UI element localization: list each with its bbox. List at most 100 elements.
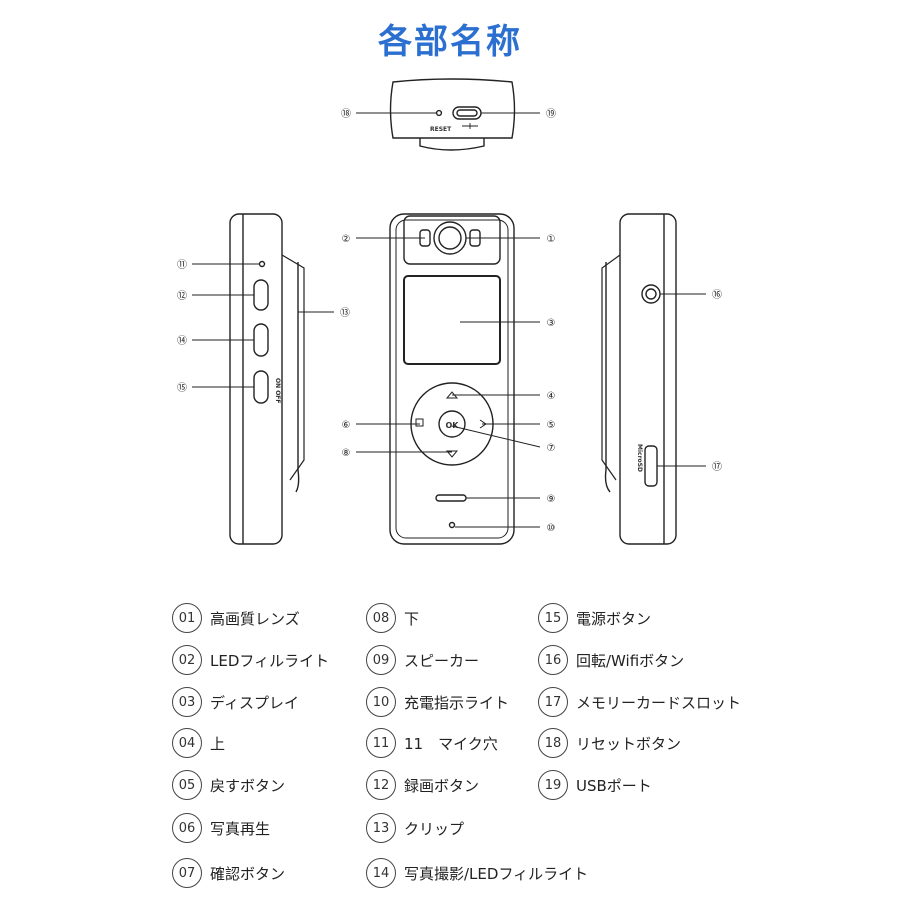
legend-label: 確認ボタン: [210, 864, 286, 883]
legend-label: 上: [210, 734, 226, 753]
legend-label: 高画質レンズ: [210, 609, 300, 628]
callout-7: ⑦: [547, 443, 556, 454]
microsd-slot: [644, 445, 658, 487]
legend-item: 04 上: [172, 728, 225, 758]
legend-number: 01: [172, 603, 202, 633]
legend-label: 下: [404, 609, 420, 628]
callout-11: ⑪: [177, 259, 187, 271]
ok-label: OK: [446, 421, 460, 430]
clip-right: [604, 262, 611, 493]
callout-13: ⑬: [340, 307, 350, 319]
legend-item: 18 リセットボタン: [538, 728, 681, 758]
legend-number: 02: [172, 645, 202, 675]
legend-label: メモリーカードスロット: [576, 693, 742, 712]
legend-label: 回転/Wifiボタン: [576, 651, 685, 670]
camera-housing: [403, 215, 501, 265]
legend-item: 10 充電指示ライト: [366, 687, 509, 717]
onoff-label: ON OFF: [274, 378, 281, 404]
top-view-clip-base: [419, 138, 485, 151]
legend-item: 08 下: [366, 603, 419, 633]
legend-item: 05 戻すボタン: [172, 770, 285, 800]
front-view: OK: [389, 213, 515, 545]
legend-item: 12 録画ボタン: [366, 770, 479, 800]
legend-number: 15: [538, 603, 568, 633]
ok-button: [438, 410, 466, 438]
legend-number: 04: [172, 728, 202, 758]
legend-number: 12: [366, 770, 396, 800]
legend-item: 07 確認ボタン: [172, 858, 285, 888]
legend-item: 06 写真再生: [172, 813, 270, 843]
legend-number: 03: [172, 687, 202, 717]
right-side-view: MicroSD: [601, 213, 677, 545]
right-side-body: [619, 213, 677, 545]
left-side-view: ON OFF: [229, 213, 305, 545]
top-view-body: [389, 78, 516, 139]
playback-icon: [415, 418, 424, 427]
callout-18: ⑱: [341, 108, 351, 120]
legend-number: 16: [538, 645, 568, 675]
callout-17: ⑰: [712, 461, 722, 473]
device-diagram: RESET ON OFF: [177, 78, 722, 545]
legend-label: 電源ボタン: [576, 609, 652, 628]
legend-item: 09 スピーカー: [366, 645, 479, 675]
legend-label: 戻すボタン: [210, 776, 286, 795]
legend-number: 05: [172, 770, 202, 800]
charge-light: [448, 521, 456, 529]
callout-14: ⑭: [177, 335, 187, 347]
display: [403, 275, 501, 365]
page-title: 各部名称: [378, 22, 522, 62]
callout-5: ⑤: [547, 420, 556, 431]
callout-4: ④: [547, 391, 556, 402]
legend-label: LEDフィルライト: [210, 651, 330, 670]
rotate-wifi-button: [641, 284, 661, 304]
legend-number: 07: [172, 858, 202, 888]
top-view: RESET: [389, 78, 516, 151]
legend-item: 15 電源ボタン: [538, 603, 651, 633]
legend-number: 06: [172, 813, 202, 843]
legend-number: 13: [366, 813, 396, 843]
callout-3: ③: [547, 318, 556, 329]
legend-number: 09: [366, 645, 396, 675]
legend-item: 02 LEDフィルライト: [172, 645, 329, 675]
callout-2: ②: [342, 234, 351, 245]
legend-item: 11 11 マイク穴: [366, 728, 498, 758]
legend-label: リセットボタン: [576, 734, 682, 753]
legend-item: 19 USBポート: [538, 770, 652, 800]
left-side-body: [229, 213, 283, 545]
legend-item: 14 写真撮影/LEDフィルライト: [366, 858, 588, 888]
reset-label: RESET: [430, 126, 452, 133]
legend-label: 写真撮影/LEDフィルライト: [404, 864, 589, 883]
microsd-label: MicroSD: [636, 444, 643, 472]
mic-hole: [258, 260, 266, 268]
legend-item: 03 ディスプレイ: [172, 687, 299, 717]
legend-label: クリップ: [404, 819, 465, 838]
callout-9: ⑨: [547, 494, 556, 505]
callout-6: ⑥: [342, 420, 351, 431]
legend-number: 08: [366, 603, 396, 633]
front-body: [389, 213, 515, 545]
callout-16: ⑯: [712, 289, 722, 301]
legend-label: USBポート: [576, 776, 652, 795]
power-button: [253, 370, 269, 404]
callout-15: ⑮: [177, 382, 187, 394]
legend-label: 録画ボタン: [404, 776, 480, 795]
legend-number: 17: [538, 687, 568, 717]
callout-19: ⑲: [546, 108, 556, 120]
legend-number: 19: [538, 770, 568, 800]
callout-12: ⑫: [177, 290, 187, 302]
record-button: [253, 279, 269, 311]
legend-label: 11 マイク穴: [404, 734, 498, 753]
legend-number: 18: [538, 728, 568, 758]
callout-10: ⑩: [547, 523, 556, 534]
legend-number: 10: [366, 687, 396, 717]
legend-label: スピーカー: [404, 651, 480, 670]
legend-number: 11: [366, 728, 396, 758]
clip-spring: [295, 262, 300, 493]
down-arrow: [445, 450, 459, 458]
callout-8: ⑧: [342, 448, 351, 459]
speaker: [435, 494, 467, 502]
legend-number: 14: [366, 858, 396, 888]
legend-item: 01 高画質レンズ: [172, 603, 300, 633]
legend-item: 13 クリップ: [366, 813, 464, 843]
legend-label: 写真再生: [210, 819, 271, 838]
